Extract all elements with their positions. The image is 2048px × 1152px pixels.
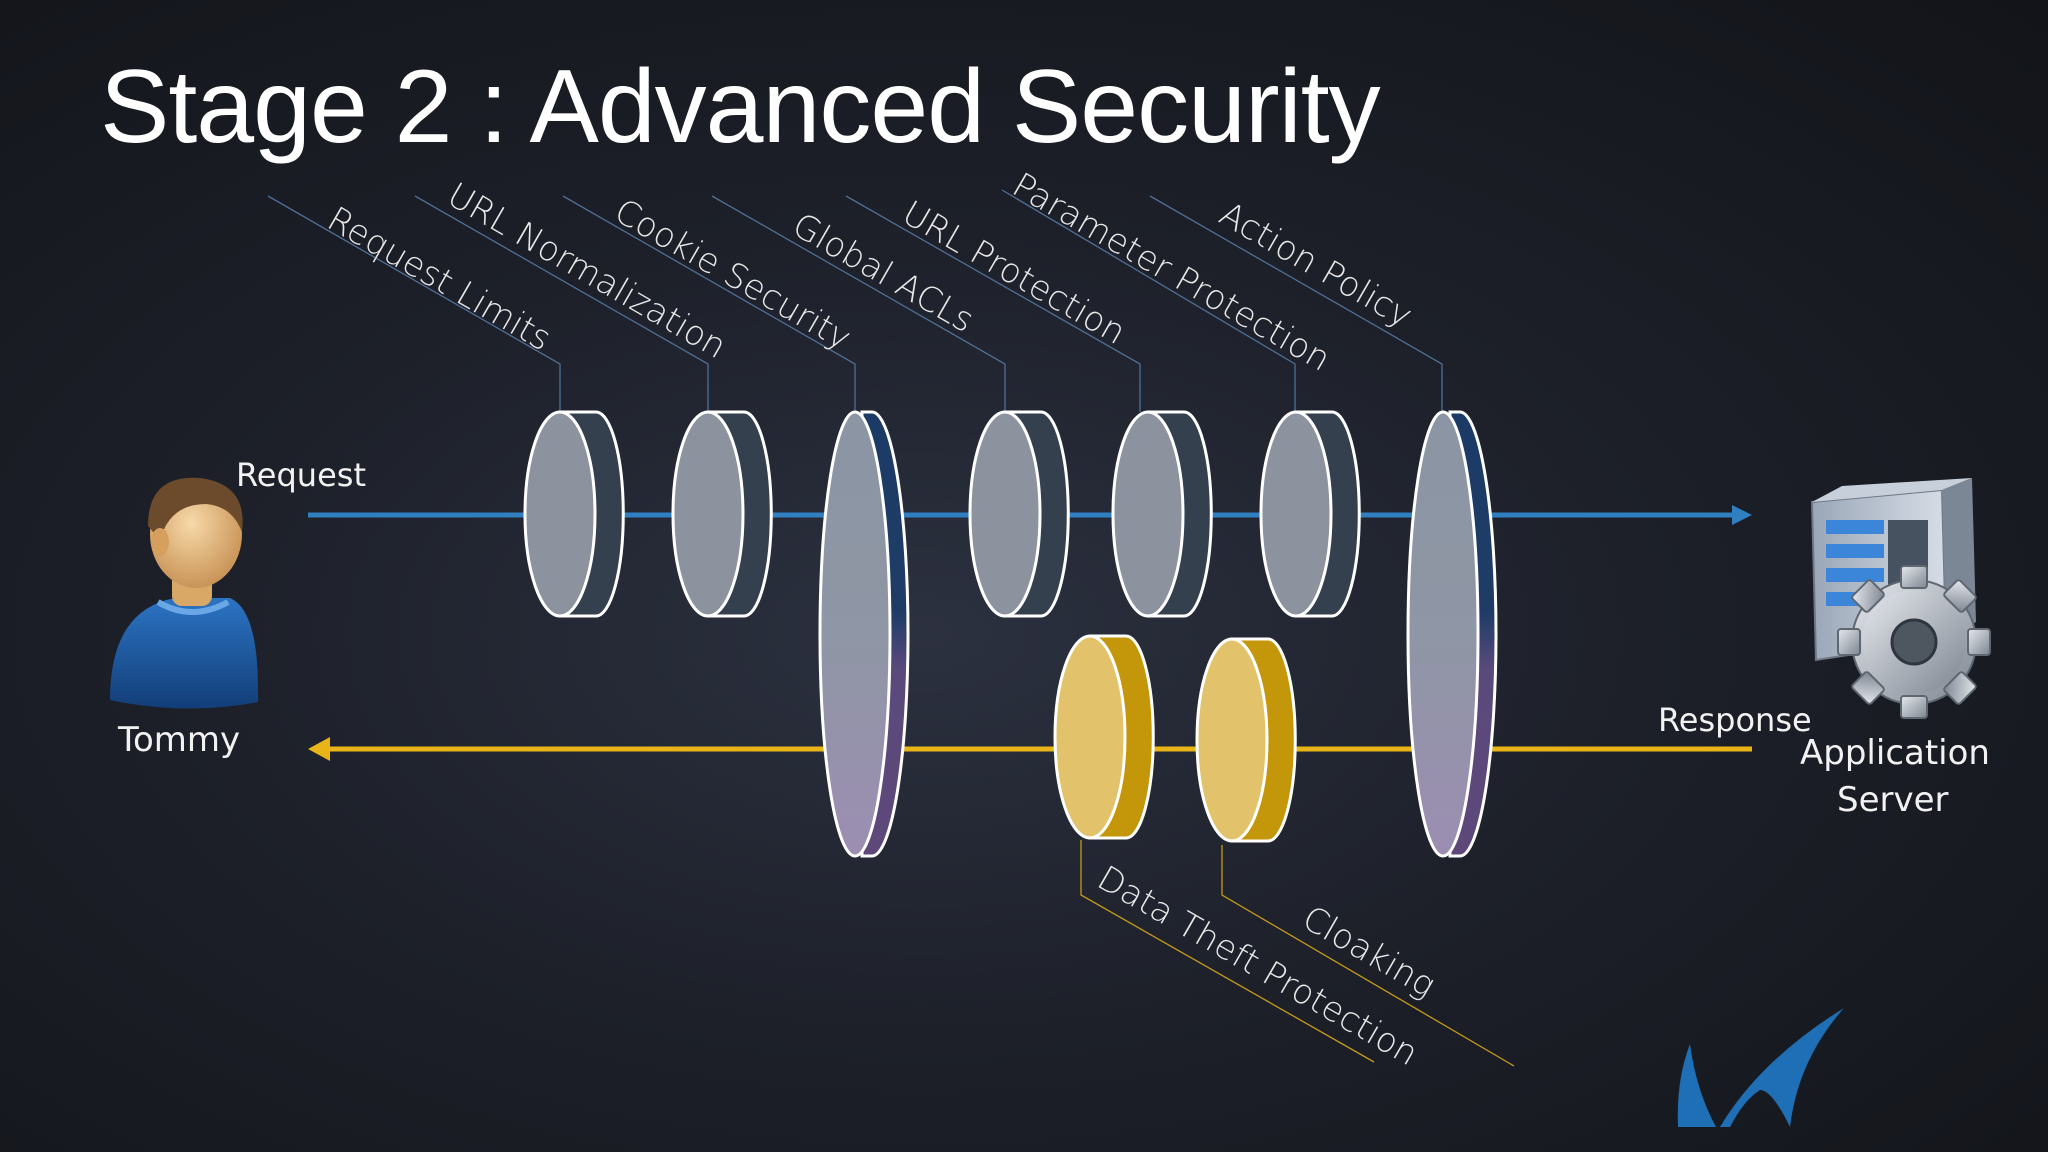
client-name: Tommy: [118, 720, 241, 760]
leader-parameter-protection: [1001, 189, 1296, 412]
bidirectional-filter-discs: [818, 410, 1498, 858]
leader-request-limits: [267, 195, 561, 412]
leader-url-normalization: [414, 195, 709, 412]
page-title: Stage 2 : Advanced Security: [100, 49, 1381, 165]
user-icon: [110, 477, 258, 709]
request-label: Request: [236, 456, 366, 494]
server-gear-icon: [1810, 478, 1991, 719]
shark-fin-logo-icon: [1677, 1008, 1844, 1127]
request-leader-lines: [267, 189, 1443, 412]
server-name-line2: Server: [1837, 780, 1949, 820]
leader-cookie-security: [562, 195, 856, 412]
response-filter-labels: Data Theft Protection Cloaking: [1091, 858, 1442, 1074]
response-arrowhead: [308, 737, 330, 761]
leader-cloaking: [1221, 845, 1515, 1067]
response-leader-lines: [1080, 840, 1515, 1067]
disc-action-policy: [1406, 410, 1498, 858]
leader-url-protection: [845, 195, 1141, 412]
disc-cloaking: [1195, 637, 1297, 843]
disc-parameter-protection: [1259, 410, 1361, 618]
request-filter-labels: Request Limits URL Normalization Cookie …: [321, 165, 1419, 380]
disc-cookie-security: [818, 410, 910, 858]
disc-global-acls: [968, 410, 1070, 618]
response-label: Response: [1658, 701, 1812, 739]
response-filter-discs: [1053, 634, 1297, 843]
server-name-line1: Application: [1800, 733, 1990, 773]
disc-url-protection: [1111, 410, 1213, 618]
leader-data-theft-protection: [1080, 840, 1375, 1063]
label-parameter-protection: Parameter Protection: [1006, 165, 1338, 380]
disc-url-normalization: [671, 410, 773, 618]
request-filter-discs: [523, 410, 1361, 618]
disc-request-limits: [523, 410, 625, 618]
response-flow: [308, 737, 1752, 761]
request-arrowhead: [1732, 505, 1752, 525]
leader-action-policy: [1149, 195, 1443, 412]
disc-data-theft-protection: [1053, 634, 1155, 840]
leader-global-acls: [711, 195, 1006, 412]
